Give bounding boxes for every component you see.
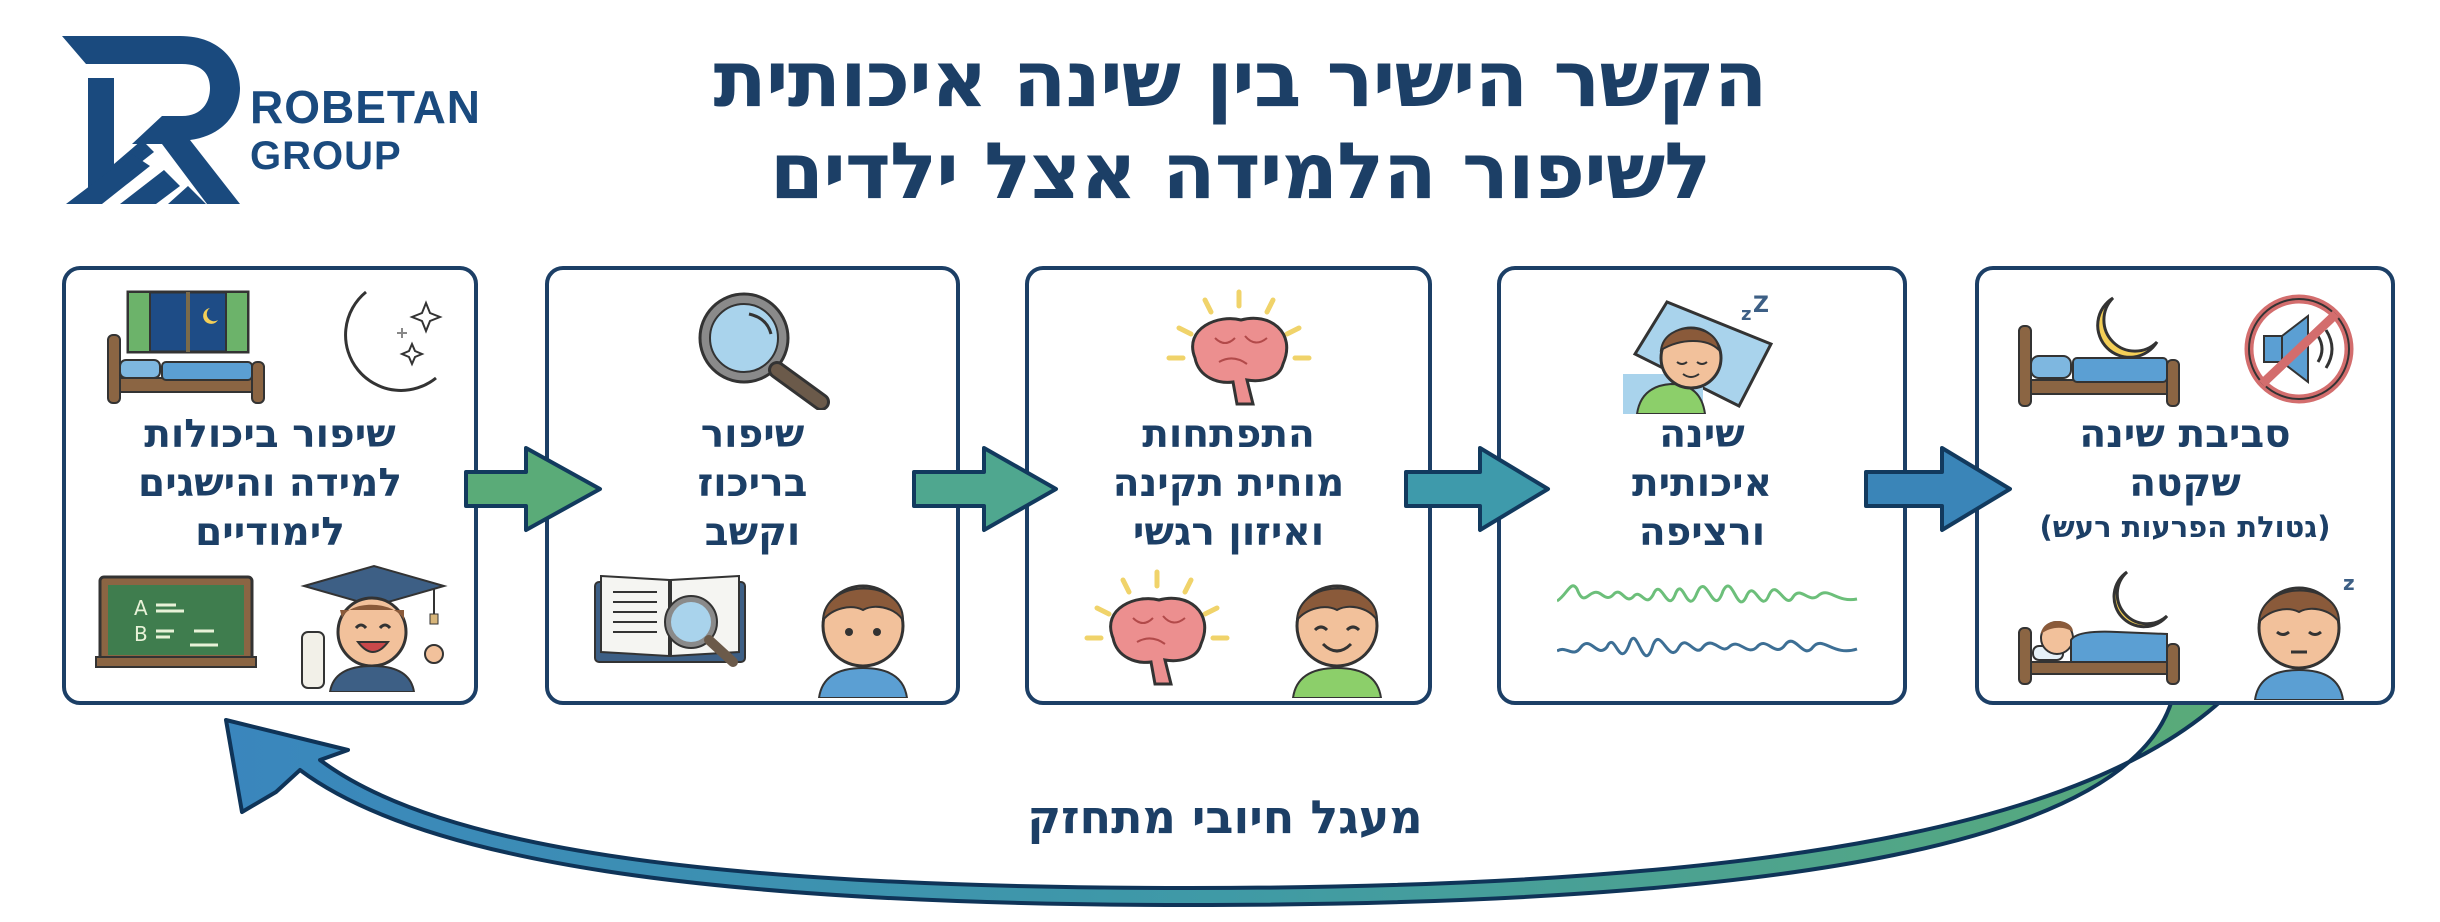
svg-text:B: B [134,622,148,646]
chalkboard-icon: A B [95,575,257,668]
child-icon [817,584,909,698]
step-panel-quiet-environment: סביבת שינה שקטה (גטולת הפרעות רעש) z [1975,266,2395,705]
step-sublabel: (גטולת הפרעות רעש) [2039,510,2331,544]
robetan-logo-mark [62,36,242,206]
bed-moon-icon [2018,296,2180,407]
title-line1: הקשר הישיר בין שינה איכותית [713,35,1768,125]
svg-text:A: A [134,596,148,620]
brand-name-line1: ROBETAN [250,81,482,133]
svg-text:Z: Z [1753,294,1769,318]
graduate-child-icon [300,564,448,692]
step-panel-quality-sleep: z Z שינה איכותית ורציפה [1497,266,1907,705]
magnifying-glass-icon [698,292,830,410]
no-sound-icon [2244,294,2354,404]
step-label: סביבת שינה שקטה (גטולת הפרעות רעש) [1979,410,2391,546]
step-label: התפתחות מוחית תקינה ואיזון רגשי [1112,412,1345,555]
step-label: שינה איכותית ורציפה [1631,412,1773,555]
step-label: שיפור ביכולות למידה והישגים לימודיים [138,412,402,555]
svg-text:z: z [1741,304,1751,325]
svg-text:z: z [2343,571,2355,595]
smiling-child-icon [1291,584,1383,698]
sleepy-child-icon: z [2253,571,2355,700]
brain-waves-icon [1557,584,1858,658]
step-label: שיפור בריכוז וקשב [697,412,808,555]
flow-arrow-4 [1864,446,2012,532]
cycle-label: מעגל חיובי מתחזק [1027,790,1423,844]
bed-window-icon [107,290,265,404]
step-panel-concentration: שיפור בריכוז וקשב [545,266,960,705]
step-panel-brain-development: התפתחות מוחית תקינה ואיזון רגשי [1025,266,1432,705]
r-logo-icon [62,36,240,204]
title-line2: לשיפור הלמידה אצל ילדים [769,127,1712,217]
book-magnifier-icon [594,574,746,667]
page-title: הקשר הישיר בין שינה איכותית לשיפור הלמיד… [520,34,1960,218]
brand-name-line2: GROUP [250,134,402,178]
flow-arrow-1 [464,446,602,532]
child-in-bed-icon [2018,570,2180,685]
flow-arrow-2 [912,446,1058,532]
flow-arrow-3 [1404,446,1550,532]
moon-stars-icon [344,290,443,392]
glowing-brain-icon [1084,569,1230,686]
sleeping-child-pillow-icon: z Z [1623,294,1774,414]
step-panel-learning: שיפור ביכולות למידה והישגים לימודיים A B [62,266,478,705]
glowing-brain-icon [1166,289,1312,406]
brand-name: ROBETAN GROUP [250,84,481,176]
